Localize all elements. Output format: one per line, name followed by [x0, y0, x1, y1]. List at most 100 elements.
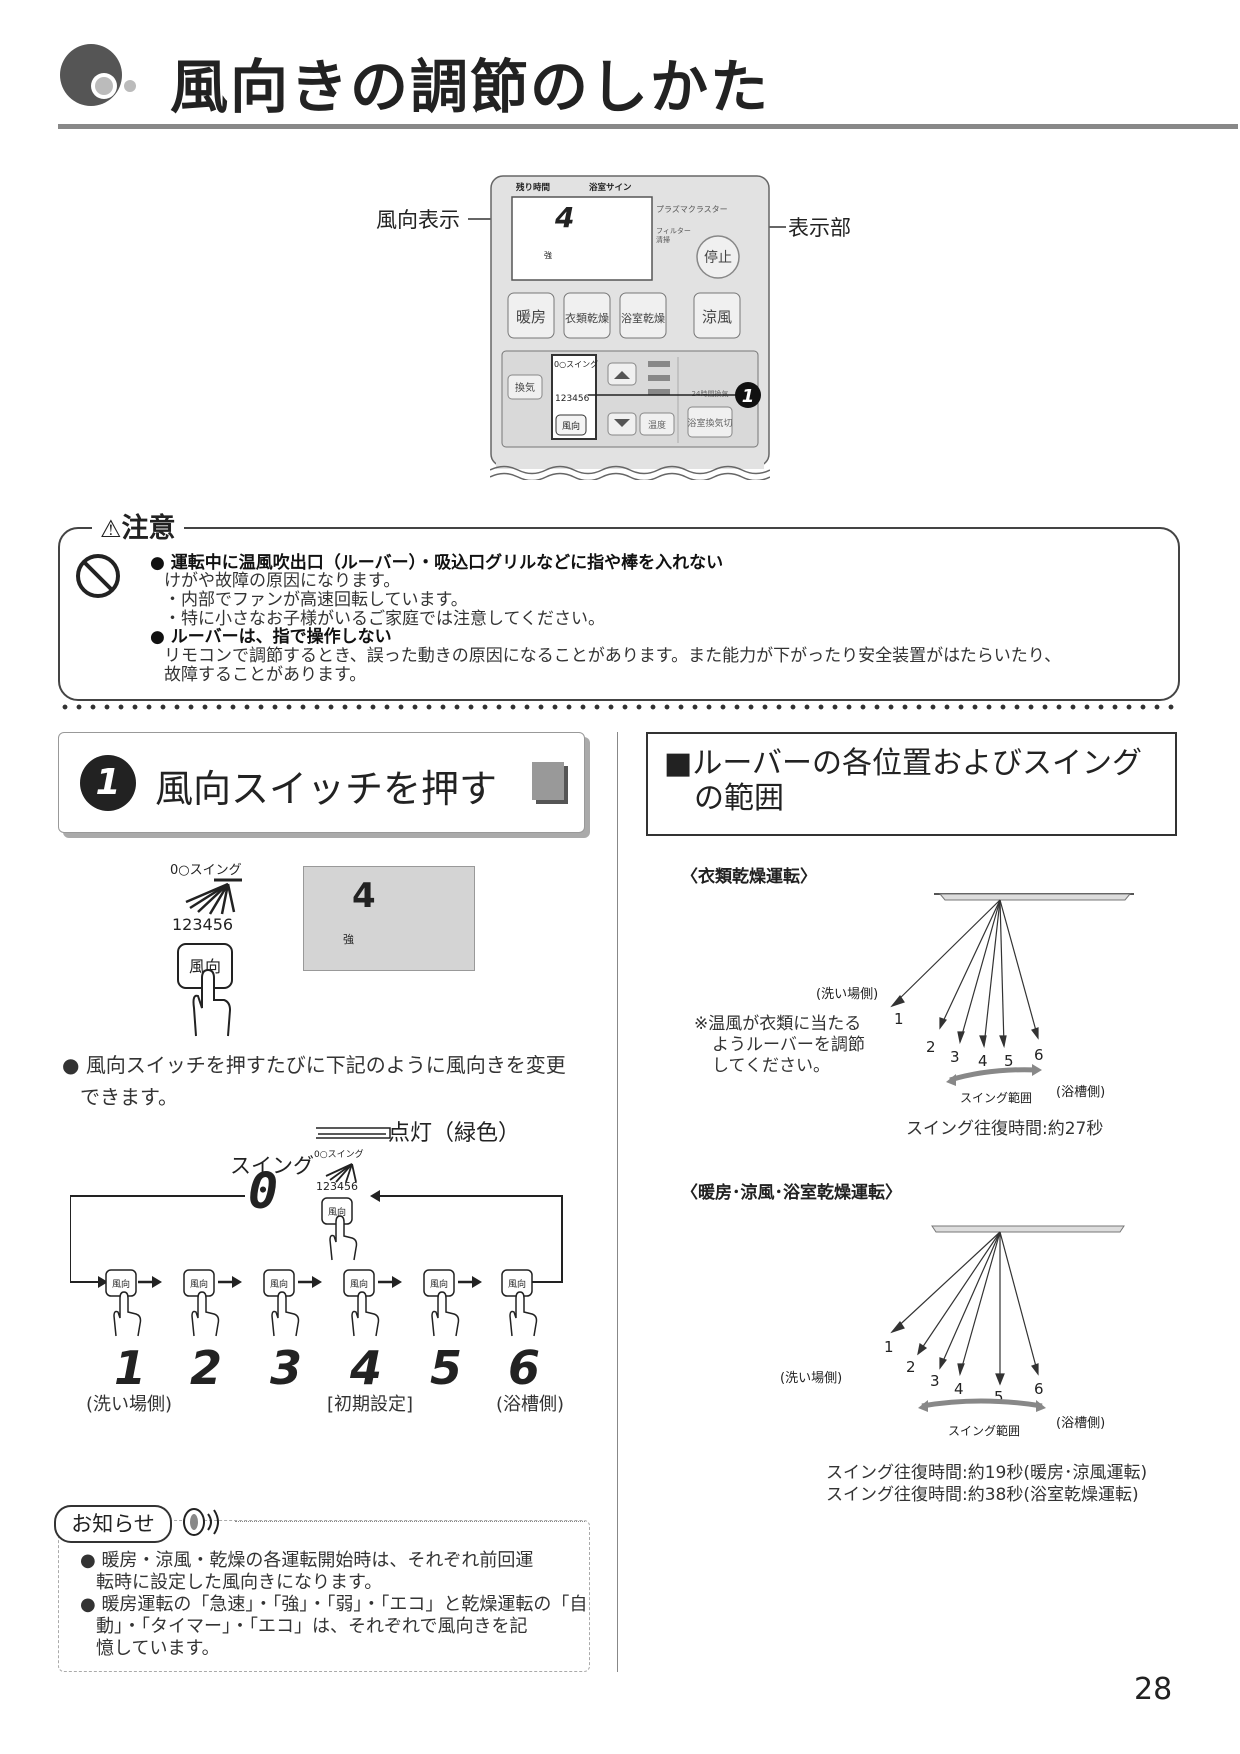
wind-display-label: 風向表示: [376, 208, 460, 232]
remote-vent-label: 換気: [515, 381, 535, 394]
display-label: 表示部: [788, 216, 851, 240]
caution-box: [58, 527, 1180, 701]
title-bullet-icon: [60, 44, 136, 106]
sequence-button-label-5: 風向: [430, 1278, 448, 1290]
page-title: 風向きの調節のしかた: [170, 53, 771, 121]
step-swing-numbers: 123456: [172, 915, 233, 934]
sequence-small-numbers: 123456: [316, 1180, 358, 1193]
remote-btn-cloth-dry: 衣類乾燥: [565, 311, 609, 325]
heat-position-5: 5: [994, 1388, 1004, 1406]
caution-item-2-heading: ● ルーバーは、指で操作しない: [150, 627, 392, 647]
speaker-icon: [183, 1508, 219, 1536]
step-lcd: [303, 866, 475, 971]
sequence-digit-4: 4: [349, 1341, 382, 1395]
wind-switch-illustration: 0○スイング 123456 風向: [170, 863, 242, 1037]
dry-bath-side-label: (浴槽側): [1056, 1085, 1105, 1100]
range-title-box: [646, 732, 1177, 836]
sequence-buttons: [105, 1269, 533, 1297]
sequence-button-label-1: 風向: [112, 1278, 130, 1290]
dry-note: ※温風が衣類に当たる ようルーバーを調節 してください。: [694, 1014, 865, 1077]
notice-line-4: 動」・「タイマー」・「エコ」は、それぞれで風向きを記: [96, 1616, 528, 1637]
dry-note-line-2: ようルーバーを調節: [712, 1035, 865, 1055]
notice-box: [58, 1520, 590, 1672]
sequence-digit-3: 3: [270, 1341, 302, 1395]
remote-24h-label: 24時間換気: [692, 389, 729, 398]
dry-wash-side-label: (洗い場側): [816, 987, 878, 1002]
step-square-icon: [532, 762, 564, 800]
range-title-line-2: の範囲: [694, 781, 784, 816]
sequence-caption-left: (洗い場側): [86, 1394, 173, 1415]
dry-position-2: 2: [926, 1038, 936, 1056]
fan-icon: [185, 878, 242, 915]
sequence-caption-right: (浴槽側): [496, 1394, 565, 1415]
heat-position-1: 1: [884, 1338, 894, 1356]
wind-direction-sequence: 0 0○スイング 123456 風向 風向 風向 風向 風向 風向 風向 1 2…: [70, 1127, 563, 1395]
dotted-separator: [58, 704, 1178, 710]
heat-mode-heading: 〈暖房･涼風･浴室乾燥運転〉: [681, 1183, 902, 1203]
caution-item-1-line-1: けがや故障の原因になります。: [164, 571, 401, 591]
dry-swing-range-label: スイング範囲: [960, 1090, 1032, 1105]
remote-wind-button-label: 風向: [562, 420, 580, 432]
warning-triangle-icon: ⚠: [100, 515, 122, 543]
step-number-badge: 1: [80, 755, 136, 811]
sequence-button-label-4: 風向: [350, 1278, 368, 1290]
remote-callout-number: 1: [742, 386, 755, 407]
dry-louver-diagram: 1 2 3 4 5 6 スイング範囲 (浴槽側) (洗い場側): [816, 893, 1134, 1105]
sequence-digit-6: 6: [508, 1341, 540, 1395]
dry-position-4: 4: [978, 1052, 988, 1070]
remote-swing-numbers: 123456: [555, 394, 590, 404]
page-number: 28: [1134, 1672, 1173, 1707]
step-description-line-2: できます。: [80, 1085, 178, 1109]
heat-position-2: 2: [906, 1358, 916, 1376]
remote-plasma-label: プラズマクラスター: [656, 204, 728, 214]
dry-note-line-1: ※温風が衣類に当たる: [694, 1014, 862, 1034]
notice-line-1: ● 暖房・涼風・乾燥の各運転開始時は、それぞれ前回運: [80, 1550, 534, 1571]
remote-btn-heat: 暖房: [516, 308, 546, 326]
heat-position-4: 4: [954, 1380, 964, 1398]
title-rule: [58, 124, 1238, 129]
notice-rule: [235, 1521, 585, 1522]
step-title: 風向スイッチを押す: [155, 767, 498, 811]
notice-label: お知らせ: [54, 1505, 172, 1543]
sequence-caption-mid: [初期設定]: [327, 1394, 414, 1415]
remote-btn-cool: 涼風: [702, 308, 732, 326]
sequence-hands: [113, 1291, 538, 1337]
caution-item-1-line-3: ・特に小さなお子様がいるご家庭では注意してください。: [164, 609, 605, 629]
dry-swing-time: スイング往復時間:約27秒: [906, 1119, 1104, 1139]
range-title-line-1: ■ルーバーの各位置およびスイング: [664, 746, 1143, 781]
dry-position-6: 6: [1034, 1046, 1044, 1064]
heat-wash-side-label: (洗い場側): [780, 1371, 842, 1386]
step-swing-label: 0○スイング: [170, 863, 242, 878]
remote-temp-label: 温度: [648, 419, 666, 431]
step-lcd-digit: 4: [352, 876, 376, 916]
sequence-digit-5: 5: [430, 1341, 462, 1395]
sequence-button-label-2: 風向: [190, 1278, 208, 1290]
notice-line-2: 転時に設定した風向きになります。: [96, 1572, 383, 1593]
step-lcd-strong: 強: [343, 933, 354, 946]
lit-green-label: 点灯（緑色）: [388, 1121, 521, 1146]
caution-item-1-line-2: ・内部でファンが高速回転しています。: [164, 590, 468, 610]
sequence-top-button-label: 風向: [328, 1206, 346, 1218]
remote-filter-sub-label: 清掃: [656, 235, 670, 244]
sequence-button-label-6: 風向: [508, 1278, 526, 1290]
dry-position-3: 3: [950, 1048, 960, 1066]
step-box: [58, 732, 585, 833]
sequence-digit-2: 2: [190, 1341, 222, 1395]
remote-stop-label: 停止: [704, 249, 732, 266]
notice-line-5: 憶しています。: [96, 1638, 220, 1659]
sequence-swing-label: スイング: [230, 1154, 314, 1178]
caution-heading: ⚠注意: [92, 506, 184, 545]
remote-btn-bath-dry: 浴室乾燥: [621, 311, 665, 325]
heat-position-6: 6: [1034, 1380, 1044, 1398]
caution-item-1-heading: ● 運転中に温風吹出口（ルーバー）・吸込口グリルなどに指や棒を入れない: [150, 553, 724, 573]
sequence-digit-1: 1: [114, 1341, 146, 1395]
step-description: ● 風向スイッチを押すたびに下記のように風向きを変更 できます。: [62, 1049, 566, 1113]
heat-louver-diagram: 1 2 3 4 5 6 スイング範囲 (浴槽側) (洗い場側): [780, 1225, 1125, 1438]
remote-bath-vent-label: 浴室換気切: [687, 417, 732, 429]
heat-swing-time-2: スイング往復時間:約38秒(浴室乾燥運転): [826, 1485, 1139, 1505]
prohibited-icon: [76, 554, 120, 598]
dry-position-1: 1: [894, 1010, 904, 1028]
heat-swing-range-label: スイング範囲: [948, 1423, 1020, 1438]
dry-position-5: 5: [1004, 1052, 1014, 1070]
remote-lcd-digit: 4: [554, 201, 574, 234]
